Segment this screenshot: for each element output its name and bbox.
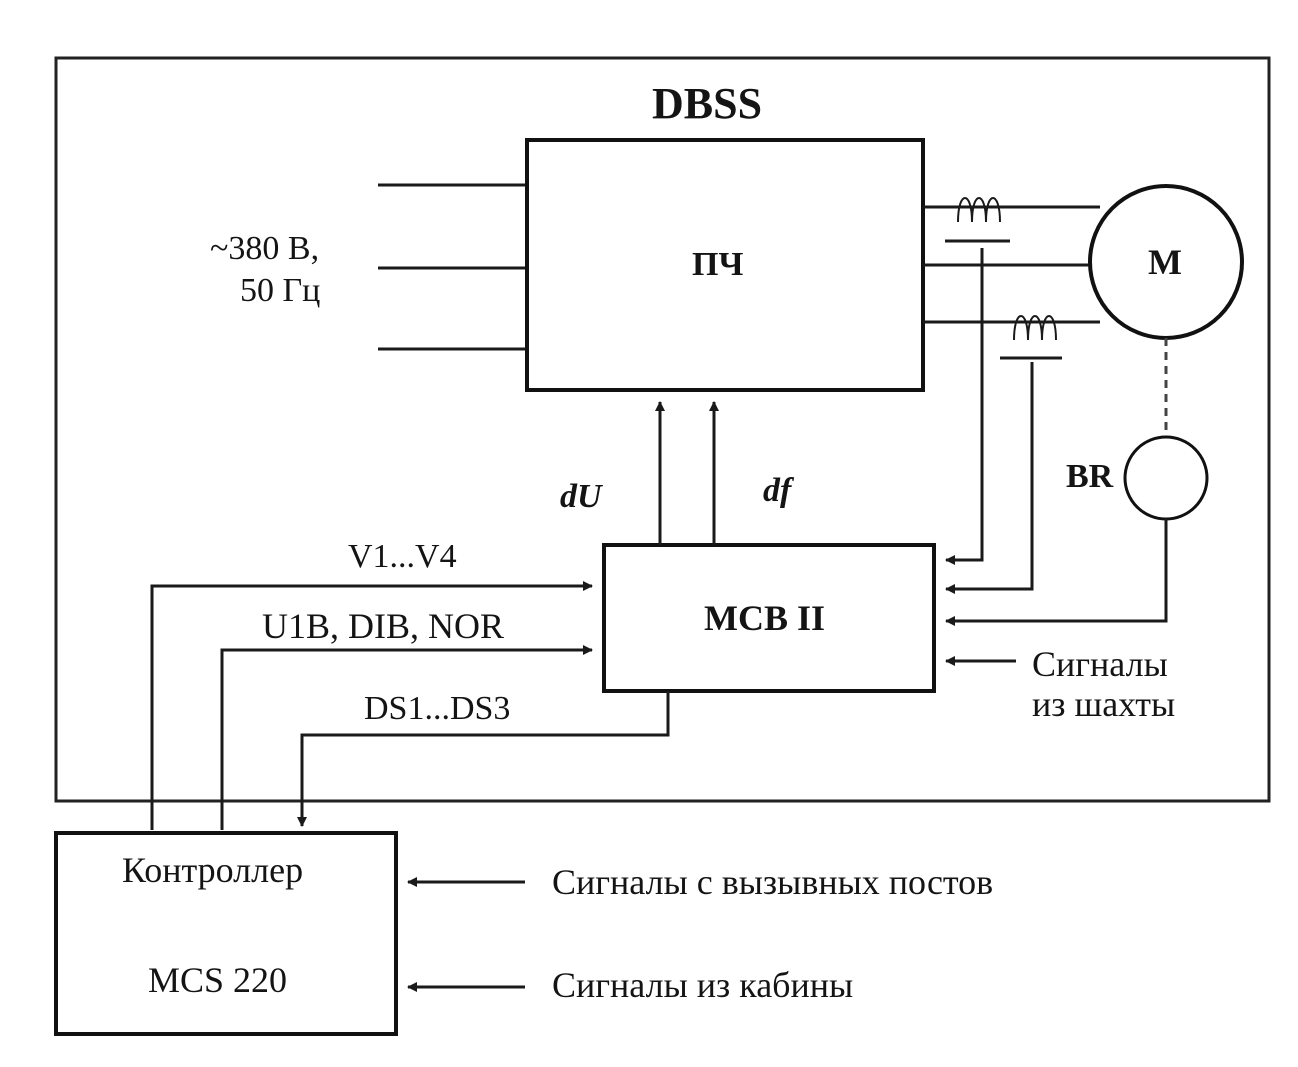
power-frequency-label: 50 Гц [240, 272, 321, 309]
ds1-ds3-line [297, 703, 670, 827]
feedback-current-1 [945, 248, 984, 565]
dbss-enclosure [54, 56, 1271, 803]
current-sensor-1 [945, 197, 1010, 243]
system-title: DBSS [652, 79, 763, 128]
feedback-current-2 [945, 362, 1034, 594]
shaft-signals-line2: из шахты [1032, 684, 1176, 724]
encoder-label: BR [1066, 458, 1114, 495]
converter-label: ПЧ [692, 246, 744, 283]
control-board-label: MCB II [704, 598, 826, 638]
motor-label: M [1148, 242, 1182, 282]
current-sensor-2 [1000, 315, 1062, 360]
feedback-encoder [945, 519, 1168, 626]
u1b-dib-nor-label: U1B, DIB, NOR [262, 606, 505, 646]
v1-v4-label: V1...V4 [348, 538, 457, 575]
control-board-box [602, 543, 936, 693]
power-voltage-label: ~380 В, [210, 230, 320, 267]
v1-v4-line [150, 581, 593, 830]
call-posts-label: Сигналы с вызывных постов [552, 862, 994, 902]
shaft-signals-line1: Сигналы [1032, 644, 1168, 684]
controller-label: Контроллер [122, 850, 304, 890]
u1b-dib-nor-line [220, 645, 593, 830]
converter-box [525, 138, 925, 392]
df-label: df [763, 472, 792, 509]
du-label: dU [560, 478, 602, 515]
controller-model-label: MCS 220 [148, 960, 288, 1000]
ds1-ds3-label: DS1...DS3 [364, 690, 511, 727]
encoder-circle [1123, 435, 1209, 521]
controller-box [54, 831, 398, 1036]
cabin-signals-label: Сигналы из кабины [552, 965, 854, 1005]
